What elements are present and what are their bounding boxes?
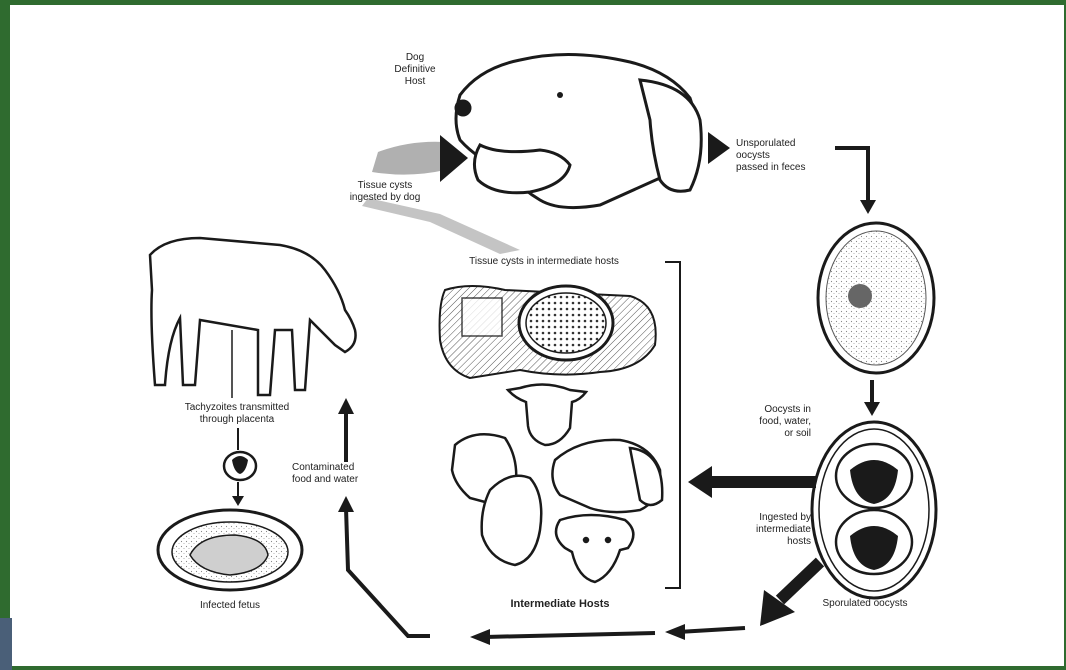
label-dog-definitive-host: Dog Definitive Host xyxy=(380,52,450,88)
label-oocysts-food-water-soil: Oocysts in food, water, or soil xyxy=(716,404,811,440)
intermediate-hosts-bracket xyxy=(665,262,680,588)
infected-fetus-illustration xyxy=(158,510,302,590)
arrow-sporulated-to-bottom xyxy=(780,562,820,600)
label-tissue-cysts-intermediate: Tissue cysts in intermediate hosts xyxy=(418,256,670,268)
arrow-out-of-dog xyxy=(708,132,730,164)
tissue-cyst-illustration xyxy=(440,286,656,378)
sporulated-oocyst xyxy=(812,422,936,598)
cow-illustration xyxy=(150,238,356,398)
label-tissue-cysts-ingested: Tissue cysts ingested by dog xyxy=(330,180,440,204)
label-contaminated-food-water: Contaminated food and water xyxy=(292,462,402,486)
label-unsporulated-oocysts: Unsporulated oocysts passed in feces xyxy=(736,138,846,174)
label-ingested-by-intermediate: Ingested by intermediate hosts xyxy=(716,512,811,548)
label-sporulated-oocysts: Sporulated oocysts xyxy=(795,598,935,610)
label-infected-fetus: Infected fetus xyxy=(180,600,280,612)
bottom-return-path xyxy=(346,508,745,637)
unsporulated-oocyst xyxy=(818,223,934,373)
arrow-to-intermediate-hosts xyxy=(688,466,816,498)
label-intermediate-hosts: Intermediate Hosts xyxy=(480,598,640,610)
label-tachyzoites-placenta: Tachyzoites transmitted through placenta xyxy=(152,402,322,426)
dog-illustration xyxy=(456,54,701,207)
placenta-icon xyxy=(224,428,256,506)
intermediate-hosts-illustration xyxy=(452,384,662,582)
